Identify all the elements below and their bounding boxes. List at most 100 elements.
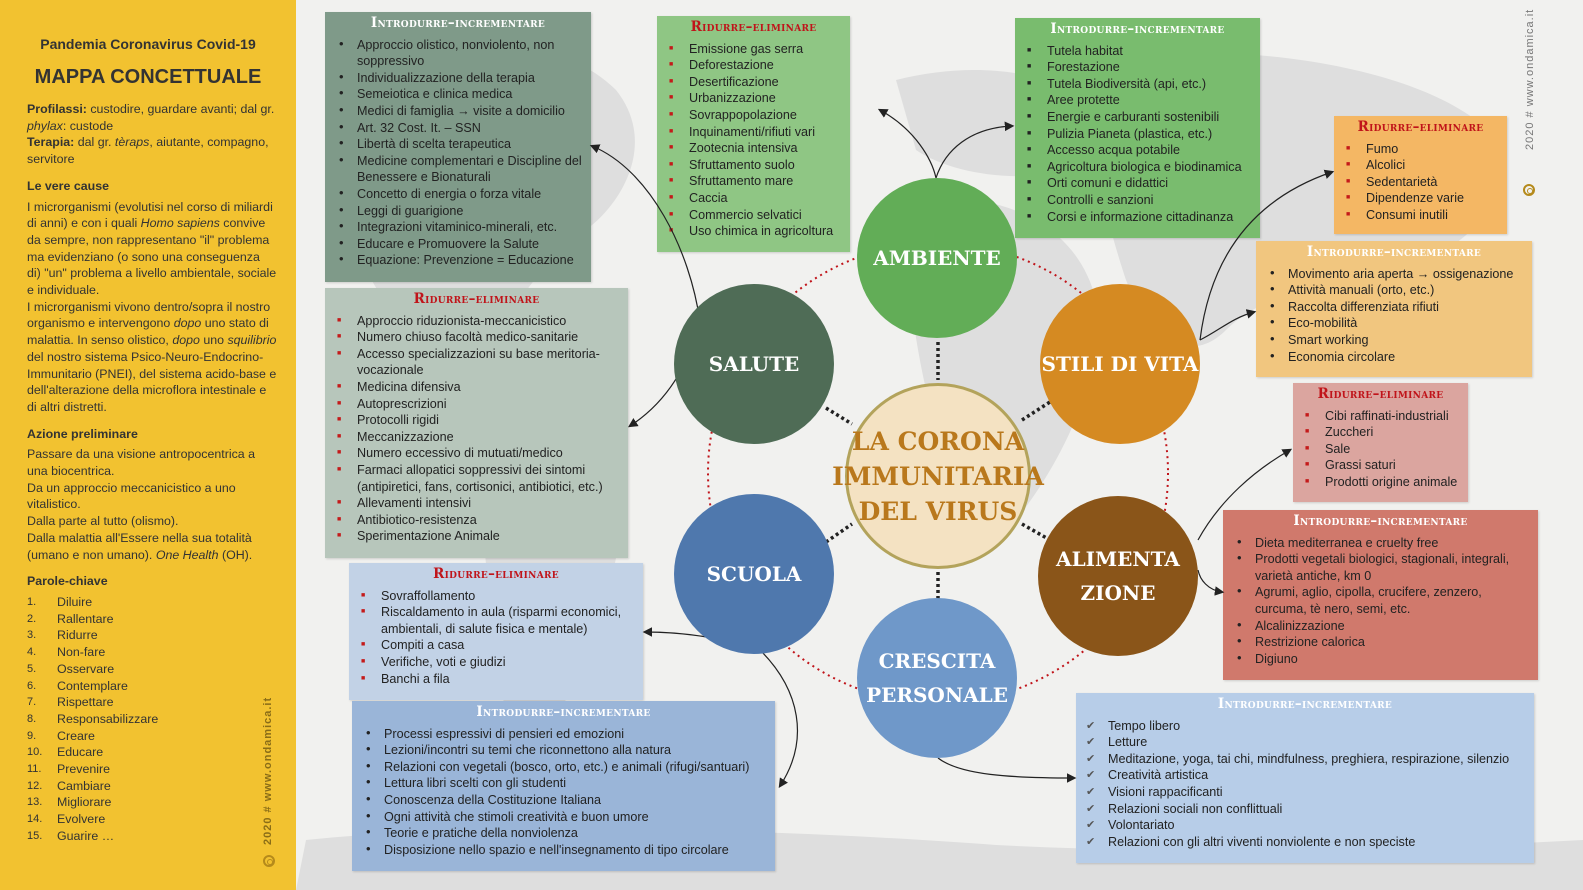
keyword-item: 2.Rallentare	[27, 611, 114, 626]
box-list-item: Prodotti vegetali biologici, stagionali,…	[1223, 550, 1532, 584]
keyword-item: 14.Evolvere	[27, 812, 106, 827]
box-title: Introdurre–incrementare	[1293, 513, 1468, 529]
box-list: Tutela habitatForestazioneTutela Biodive…	[1015, 43, 1260, 226]
sidebar-subtitle: Pandemia Coronavirus Covid-19	[40, 36, 256, 52]
box-list-item: Semeiotica e clinica medica	[325, 85, 585, 103]
box-list-item: Medicine complementari e Discipline del …	[325, 152, 585, 186]
arrow-alim-down	[1197, 569, 1225, 596]
box-list-item: Autoprescrizioni	[325, 396, 622, 413]
box-list-item: Conoscenza della Costituzione Italiana	[352, 791, 769, 809]
box-list-item: Visioni rappacificanti	[1076, 784, 1528, 801]
sidebar-title: MAPPA CONCETTUALE	[34, 66, 262, 88]
box-list-item: Digiuno	[1223, 650, 1532, 668]
box-list: Dieta mediterranea e cruelty freeProdott…	[1223, 534, 1538, 668]
cause-heading: Le vere cause	[27, 178, 109, 193]
box-list-item: Processi espressivi di pensieri ed emozi…	[352, 725, 769, 743]
circle-stili-di-vita: STILI DI VITA	[1040, 284, 1200, 444]
ambiente-ridurre-box: Ridurre–eliminareEmissione gas serraDefo…	[657, 16, 850, 252]
box-list-item: Banchi a fila	[349, 671, 637, 688]
box-list-item: Orti comuni e didattici	[1015, 175, 1254, 192]
box-list-item: Libertà di scelta terapeutica	[325, 135, 585, 153]
box-list-item: Deforestazione	[657, 57, 844, 74]
scuola-introdurre-box: Introdurre–incrementareProcessi espressi…	[352, 701, 775, 871]
circle-alimentazione: ALIMENTA ZIONE	[1038, 496, 1198, 656]
keyword-item: 1.Diluire	[27, 594, 93, 609]
azione-2: Da un approccio meccanicistico a uno vit…	[27, 480, 236, 512]
box-list-item: Commercio selvatici	[657, 207, 844, 224]
box-list-item: Relazioni sociali non conflittuali	[1076, 801, 1528, 818]
box-title: Ridurre–eliminare	[433, 566, 559, 582]
keyword-item: 8.Responsabilizzare	[27, 711, 159, 726]
box-list-item: Antibiotico-resistenza	[325, 512, 622, 529]
terapia-definition: Terapia: dal gr. tèraps, aiutante, compa…	[27, 135, 269, 167]
ondamica-logo-icon	[263, 855, 275, 867]
box-list-item: Consumi inutili	[1334, 207, 1501, 224]
keyword-item: 13.Migliorare	[27, 795, 112, 810]
box-list: Movimento aria aperta → ossigenazioneAtt…	[1256, 265, 1532, 366]
arrow-stili-right	[1199, 309, 1257, 341]
box-list-item: Individualizzazione della terapia	[325, 69, 585, 87]
box-list-item: Zuccheri	[1293, 424, 1462, 441]
box-list-item: Medicina difensiva	[325, 379, 622, 396]
keyword-item: 12.Cambiare	[27, 778, 111, 793]
box-list-item: Emissione gas serra	[657, 41, 844, 58]
box-list-item: Dipendenze varie	[1334, 190, 1501, 207]
keyword-item: 11.Prevenire	[27, 762, 111, 777]
azione-4: Dalla malattia all'Essere nella sua tota…	[27, 530, 253, 562]
box-title: Introdurre–incrementare	[1306, 244, 1482, 260]
box-list-item: Corsi e informazione cittadinanza	[1015, 209, 1254, 226]
box-list-item: Numero chiuso facoltà medico-sanitarie	[325, 329, 622, 346]
box-list-item: Sfruttamento mare	[657, 173, 844, 190]
box-list-item: Sedentarietà	[1334, 174, 1501, 191]
keyword-item: 15.Guarire …	[27, 828, 115, 843]
arrow-salute-up	[589, 144, 701, 323]
circle-crescita-personale: CRESCITA PERSONALE	[857, 598, 1017, 758]
arrow-scuola-down	[759, 649, 799, 789]
box-list-item: Sovraffollamento	[349, 588, 637, 605]
alimentazione-introdurre-box: Introdurre–incrementareDieta mediterrane…	[1223, 510, 1538, 680]
box-list-item: Controlli e sanzioni	[1015, 192, 1254, 209]
box-list-item: Relazioni con vegetali (bosco, orto, etc…	[352, 758, 769, 776]
box-list-item: Protocolli rigidi	[325, 412, 622, 429]
box-list-item: Alcalinizzazione	[1223, 617, 1532, 635]
box-list-item: Concetto di energia o forza vitale	[325, 185, 585, 203]
box-list-item: Sperimentazione Animale	[325, 528, 622, 545]
box-list-item: Accesso acqua potabile	[1015, 142, 1254, 159]
box-list-item: Agricoltura biologica e biodinamica	[1015, 159, 1254, 176]
box-list-item: Smart working	[1256, 331, 1526, 349]
box-list-item: Cibi raffinati-industriali	[1293, 408, 1462, 425]
box-list-item: Eco-mobilità	[1256, 314, 1526, 332]
keyword-item: 6.Contemplare	[27, 678, 128, 693]
box-list-item: Alcolici	[1334, 157, 1501, 174]
box-list-item: Raccolta differenziata rifiuti	[1256, 298, 1526, 316]
box-list-item: Desertificazione	[657, 74, 844, 91]
box-list-item: Uso chimica in agricoltura	[657, 223, 844, 240]
keyword-item: 5.Osservare	[27, 661, 115, 676]
cause-text: I microrganismi (evolutisi nel corso di …	[27, 199, 277, 298]
ambiente-introdurre-box: Introdurre–incrementareTutela habitatFor…	[1015, 18, 1260, 238]
box-title: Introdurre–incrementare	[476, 704, 651, 720]
box-list-item: Lettura libri scelti con gli studenti	[352, 774, 769, 792]
scuola-ridurre-box: Ridurre–eliminareSovraffollamentoRiscald…	[349, 563, 643, 700]
azione-heading: Azione preliminare	[27, 426, 138, 441]
box-list-item: Disposizione nello spazio e nell'insegna…	[352, 841, 769, 859]
circle-scuola: SCUOLA	[674, 494, 834, 654]
box-list-item: Prodotti origine animale	[1293, 474, 1462, 491]
box-list-item: Art. 32 Cost. It. – SSN	[325, 119, 585, 137]
box-list-item: Pulizia Pianeta (plastica, etc.)	[1015, 126, 1254, 143]
link-alimentazione	[1021, 522, 1051, 542]
box-list-item: Tutela habitat	[1015, 43, 1254, 60]
box-list-item: Zootecnia intensiva	[657, 140, 844, 157]
alimentazione-ridurre-box: Ridurre–eliminareCibi raffinati-industri…	[1293, 383, 1468, 502]
box-list-item: Approccio riduzionista-meccanicistico	[325, 313, 622, 330]
box-list-item: Restrizione calorica	[1223, 633, 1532, 651]
box-title: Ridurre–eliminare	[690, 19, 817, 35]
box-list-item: Urbanizzazione	[657, 90, 844, 107]
box-list-item: Volontariato	[1076, 817, 1528, 834]
arrow-ambiente-left	[877, 108, 937, 179]
box-list-item: Verifiche, voti e giudizi	[349, 654, 637, 671]
circle-ambiente: AMBIENTE	[857, 178, 1017, 338]
box-list-item: Relazioni con gli altri viventi nonviole…	[1076, 834, 1528, 851]
box-list: Tempo liberoLettureMeditazione, yoga, ta…	[1076, 718, 1534, 851]
